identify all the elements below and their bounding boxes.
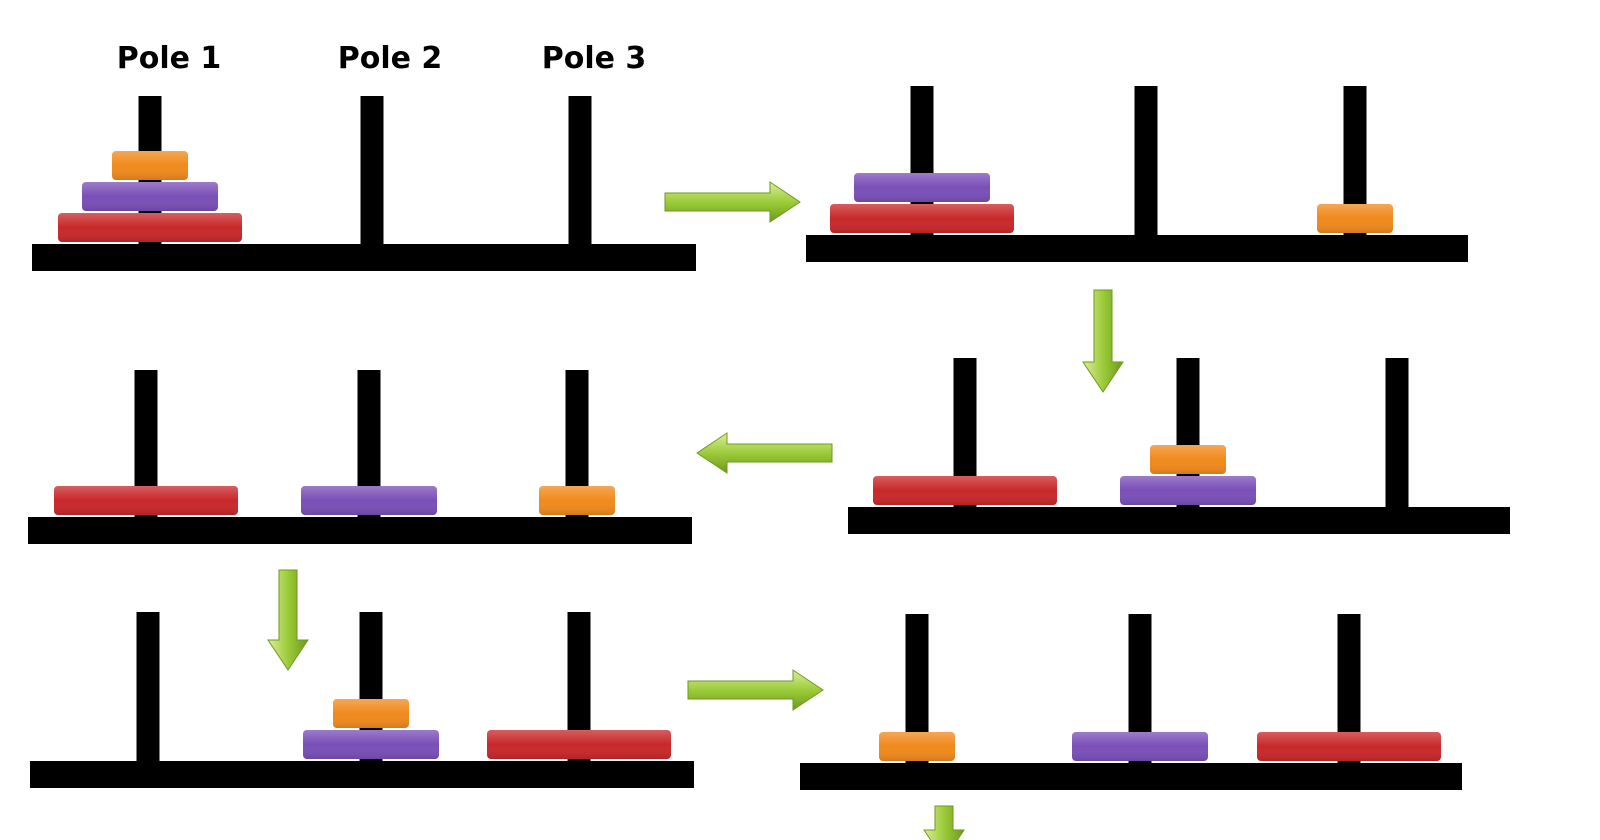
pole-1 xyxy=(953,358,977,508)
medium-disk-shine xyxy=(301,486,437,515)
hanoi-state-1 xyxy=(32,96,696,271)
pole-2 xyxy=(1134,86,1158,236)
small-disk-shine xyxy=(1317,204,1393,233)
pole-1 xyxy=(134,370,158,518)
pole-1 xyxy=(905,614,929,764)
arrow-down-4 xyxy=(267,569,309,671)
large-disk-shine xyxy=(830,204,1014,233)
hanoi-state-5 xyxy=(30,612,694,788)
large-disk-shine xyxy=(54,486,238,515)
large-disk-shine xyxy=(58,213,242,242)
hanoi-state-6 xyxy=(800,614,1462,790)
pole-2-label: Pole 2 xyxy=(338,41,443,76)
hanoi-states xyxy=(28,86,1510,790)
large-disk-shine xyxy=(487,730,671,759)
arrow-right-1 xyxy=(664,181,801,223)
medium-disk-shine xyxy=(1120,476,1256,505)
hanoi-base xyxy=(28,517,692,544)
small-disk-shine xyxy=(333,699,409,728)
pole-3 xyxy=(568,96,592,245)
hanoi-state-4 xyxy=(848,358,1510,534)
arrow-right-5 xyxy=(687,669,824,711)
medium-disk-shine xyxy=(82,182,218,211)
pole-2 xyxy=(360,96,384,245)
hanoi-base xyxy=(30,761,694,788)
small-disk-shine xyxy=(539,486,615,515)
pole-3 xyxy=(567,612,591,762)
pole-1-label: Pole 1 xyxy=(117,41,222,76)
hanoi-base xyxy=(806,235,1468,262)
medium-disk-shine xyxy=(303,730,439,759)
arrow-down-6 xyxy=(923,805,965,840)
small-disk-shine xyxy=(1150,445,1226,474)
small-disk-shine xyxy=(112,151,188,180)
hanoi-state-3 xyxy=(28,370,692,544)
arrow-down-2 xyxy=(1082,289,1124,393)
pole-3 xyxy=(1337,614,1361,764)
pole-3 xyxy=(1385,358,1409,508)
pole-3-label: Pole 3 xyxy=(542,41,647,76)
large-disk-shine xyxy=(1257,732,1441,761)
arrow-left-3 xyxy=(696,432,833,474)
medium-disk-shine xyxy=(854,173,990,202)
pole-3 xyxy=(565,370,589,518)
pole-2 xyxy=(1128,614,1152,764)
pole-1 xyxy=(136,612,160,762)
pole-2 xyxy=(357,370,381,518)
large-disk-shine xyxy=(873,476,1057,505)
hanoi-state-2 xyxy=(806,86,1468,262)
hanoi-base xyxy=(32,244,696,271)
hanoi-base xyxy=(800,763,1462,790)
small-disk-shine xyxy=(879,732,955,761)
hanoi-base xyxy=(848,507,1510,534)
pole-3 xyxy=(1343,86,1367,236)
transition-arrows xyxy=(267,181,1124,840)
medium-disk-shine xyxy=(1072,732,1208,761)
